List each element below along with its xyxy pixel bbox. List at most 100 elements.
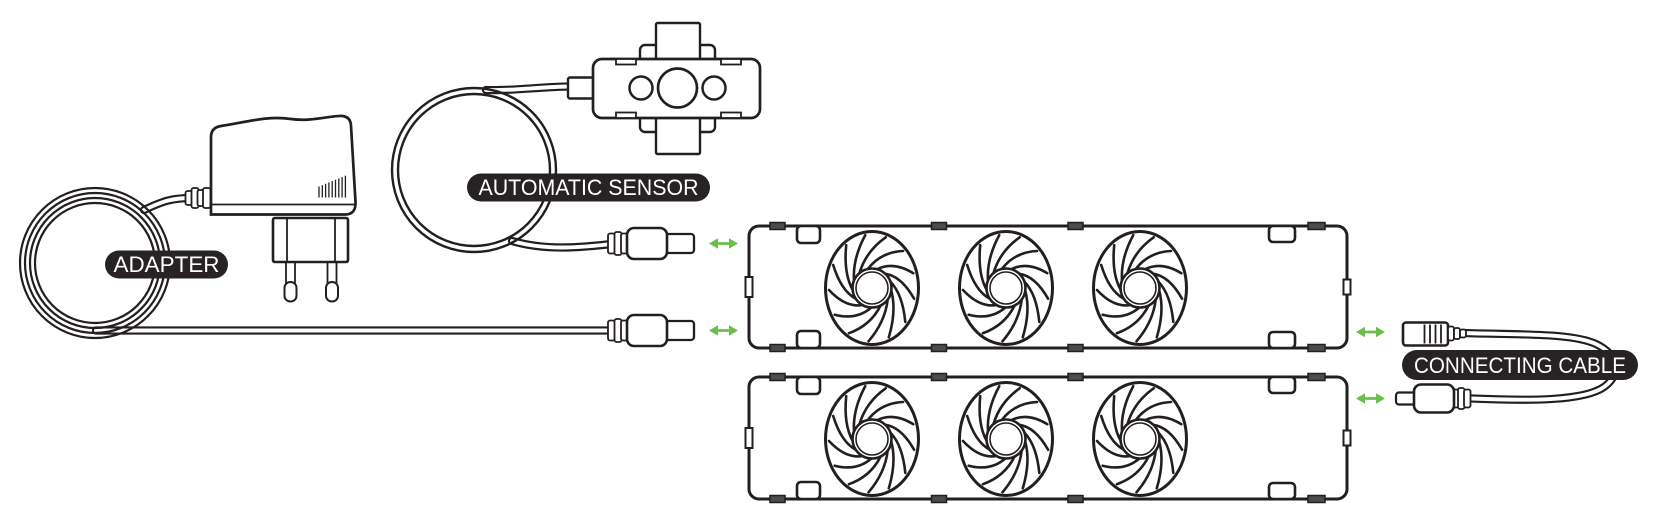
fan-frame <box>1092 230 1188 346</box>
fan-blade <box>1152 423 1184 452</box>
mounting-tab <box>1067 221 1084 231</box>
fan-hub-inner <box>1123 271 1157 305</box>
fan-blade <box>831 263 857 300</box>
arrow-head <box>709 238 718 249</box>
corner-cutout <box>795 329 822 350</box>
adapter-unit <box>18 114 621 340</box>
fan-blade <box>827 439 864 458</box>
fan-blade <box>827 288 864 307</box>
double-arrow-icon <box>709 238 738 249</box>
fan-blade <box>992 387 1021 426</box>
fan-blade <box>978 243 988 292</box>
fan-blade <box>1112 243 1122 292</box>
mounting-tab <box>769 494 786 504</box>
fan-blade <box>866 400 905 422</box>
automatic-sensor-label-text: AUTOMATIC SENSOR <box>479 175 699 200</box>
connecting-cable-label: CONNECTING CABLE <box>1402 350 1638 380</box>
fan-icon <box>824 230 920 346</box>
sensor-lens-small <box>628 75 654 101</box>
plug-tip <box>663 232 696 255</box>
arrow-head <box>1376 393 1385 404</box>
fan-blade <box>992 236 1021 275</box>
fan-icon <box>1092 230 1188 346</box>
mounting-tab <box>769 372 786 382</box>
fan-blade <box>986 384 1001 433</box>
fan-blade <box>833 306 873 318</box>
fan-hub <box>985 267 1027 309</box>
fan-blade <box>875 264 915 275</box>
double-arrow-icon <box>709 325 738 336</box>
sensor-dc-cable-inner <box>510 239 618 250</box>
corner-cutout <box>795 224 822 245</box>
fan-blade <box>833 457 873 469</box>
sensor-notch <box>615 111 637 119</box>
fan-blade <box>978 394 988 443</box>
fan-blade <box>1095 288 1132 307</box>
sensor-lens-small <box>701 75 727 101</box>
fan-blade <box>852 233 867 282</box>
sensor-notch <box>615 58 637 66</box>
fan-icon <box>958 230 1054 346</box>
fan-hub-inner <box>855 422 889 456</box>
eu-plug <box>271 216 350 264</box>
sensor-cable-connector <box>566 76 596 100</box>
fan-blade <box>965 414 991 451</box>
arrow-head <box>1376 326 1385 338</box>
eu-plug-body <box>271 216 350 264</box>
fan-blade <box>1115 455 1150 486</box>
fan-hub <box>985 418 1027 460</box>
coil-loop <box>390 86 558 254</box>
adapter-label-pill <box>105 250 228 279</box>
fan-blade <box>1099 263 1125 300</box>
fan-hub <box>851 418 893 460</box>
corner-cutout <box>1267 481 1297 501</box>
fan-blade <box>1095 439 1132 458</box>
barrel-plug-male <box>1394 383 1472 414</box>
corner-cutout <box>795 375 822 396</box>
fan-blade <box>981 455 1016 486</box>
adapter-label-text: ADAPTER <box>114 252 220 277</box>
plug-barrel <box>1412 383 1456 414</box>
fan-blade <box>858 236 887 275</box>
fan-blade <box>831 414 857 451</box>
fan-blade <box>884 423 916 452</box>
side-notch <box>744 276 754 298</box>
double-arrow-icon <box>1356 393 1385 404</box>
mounting-tab <box>1067 372 1084 382</box>
plug-barrel <box>625 226 669 261</box>
dc-plugs <box>607 226 696 348</box>
fan-blade <box>1115 304 1150 335</box>
coil-loop <box>396 92 552 248</box>
fan-blade <box>1000 249 1039 271</box>
fan-tray <box>744 372 1352 504</box>
arrow-head <box>729 238 738 249</box>
fan-hub <box>1119 418 1161 460</box>
pin-tip <box>325 281 339 303</box>
fan-blade <box>1001 298 1023 343</box>
mounting-tab <box>1307 221 1326 231</box>
adapter-dc-plug <box>607 313 696 348</box>
fan-blade <box>1009 415 1049 426</box>
arrow-head <box>729 325 738 336</box>
arrow-head <box>1356 326 1365 338</box>
fan-blade <box>965 263 991 300</box>
fan-blade <box>1009 264 1049 275</box>
fan-blade <box>847 455 882 486</box>
plug-tip <box>663 319 696 342</box>
fan-blade <box>1143 264 1183 275</box>
mounting-tab <box>1307 343 1326 353</box>
mounting-tab <box>1067 343 1084 353</box>
fan-blade <box>1120 384 1135 433</box>
automatic-sensor-label: AUTOMATIC SENSOR <box>467 173 710 202</box>
fan-blade <box>1135 449 1157 494</box>
adapter-body <box>209 114 357 216</box>
fan-icon <box>1092 381 1188 497</box>
fan-frame <box>958 230 1054 346</box>
fan-blade <box>1155 440 1163 490</box>
corner-cutout <box>1267 224 1297 244</box>
fan-blade <box>844 243 854 292</box>
fan-hub-inner <box>855 271 889 305</box>
sensor-notch <box>720 111 742 119</box>
fan-blade <box>1000 400 1039 422</box>
